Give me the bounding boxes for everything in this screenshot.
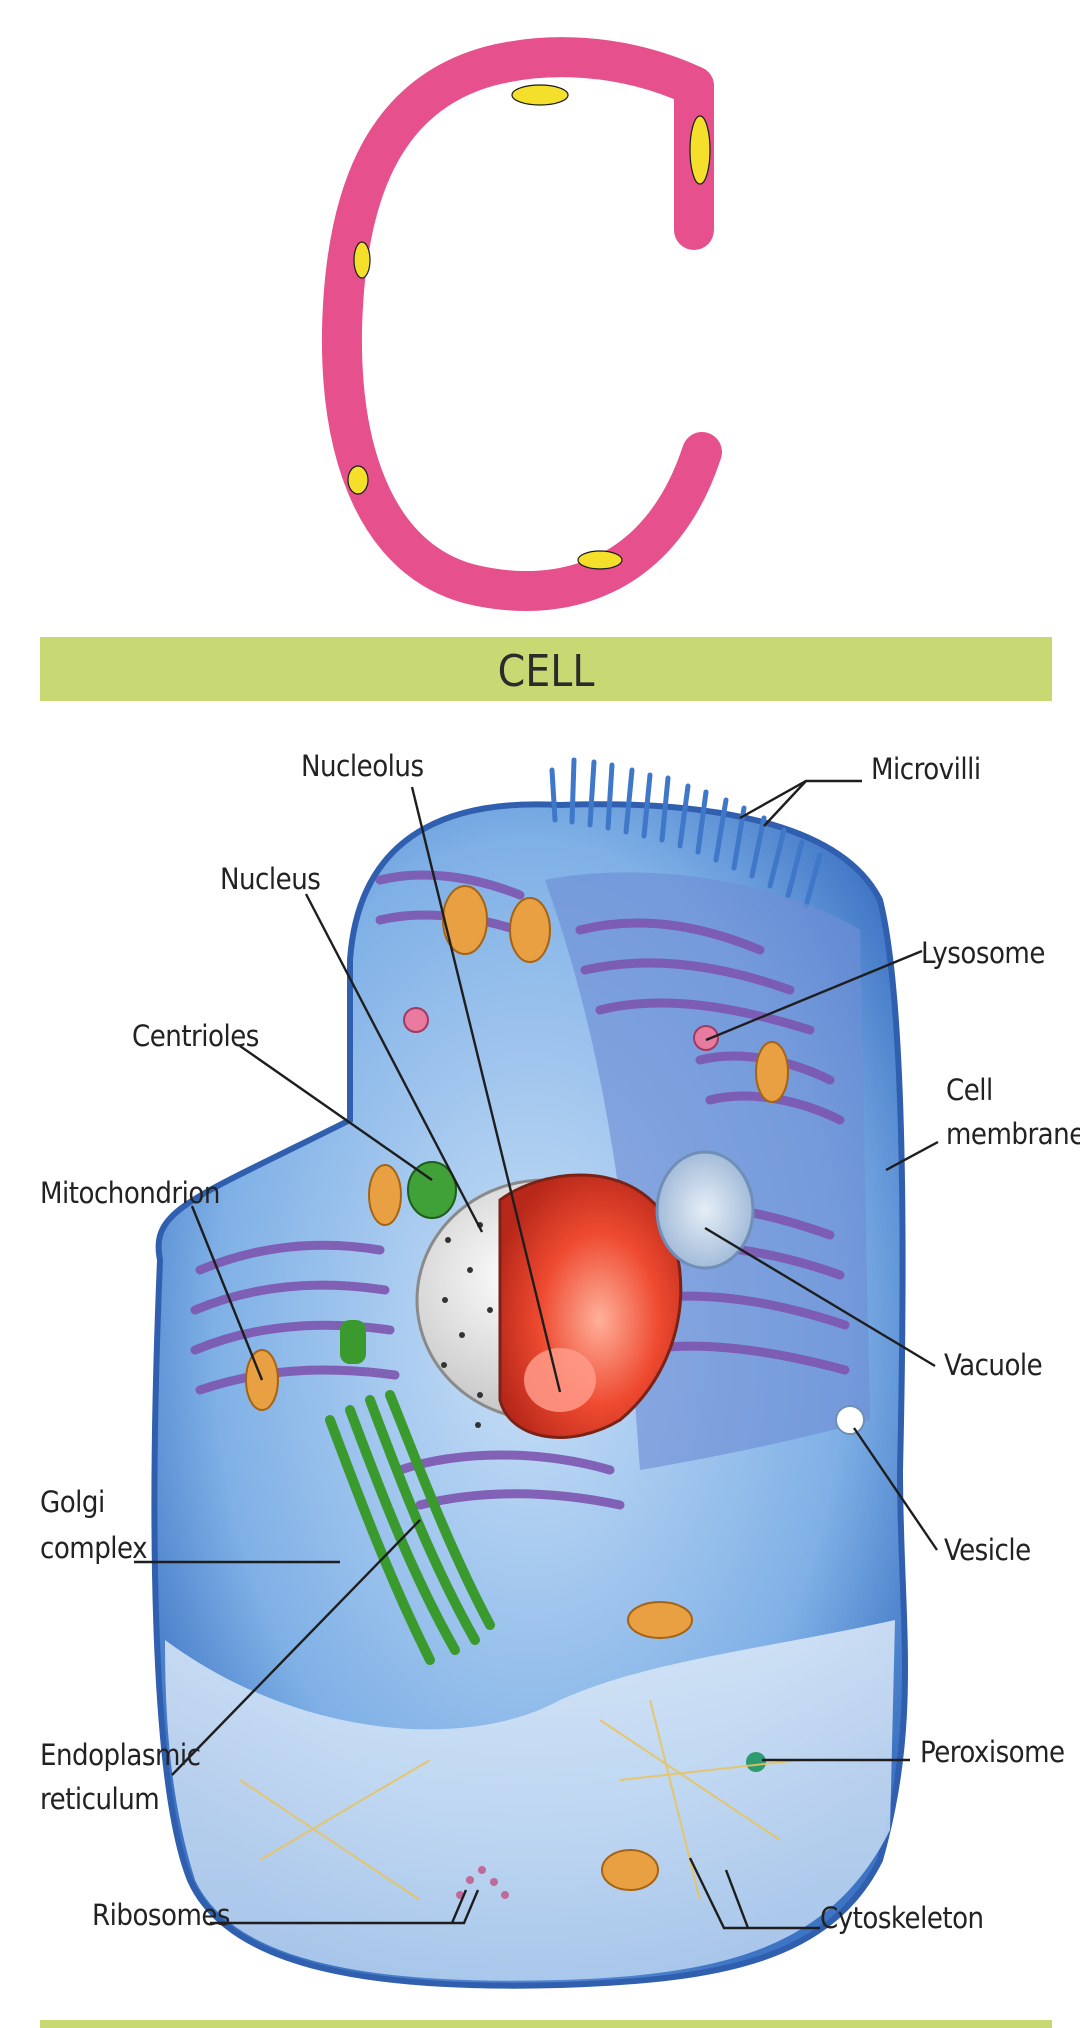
label-golgi-line1: Golgi bbox=[40, 1485, 105, 1519]
lysosome-graphic bbox=[693, 1025, 719, 1051]
label-cytoskeleton: Cytoskeleton bbox=[820, 1901, 984, 1935]
peroxisome-graphic bbox=[746, 1752, 766, 1772]
mitochondria-graphic bbox=[245, 885, 789, 1891]
label-lysosome: Lysosome bbox=[921, 936, 1045, 970]
cytoskeleton-graphic bbox=[239, 1699, 801, 1901]
bottom-banner bbox=[40, 2020, 1052, 2028]
label-vacuole: Vacuole bbox=[944, 1348, 1042, 1382]
diagram-labels: Nucleolus Microvilli Nucleus Lysosome Ce… bbox=[40, 749, 1080, 1935]
label-golgi-line2: complex bbox=[40, 1531, 147, 1565]
label-centrioles: Centrioles bbox=[132, 1019, 259, 1053]
label-cell-membrane-line2: membrane bbox=[946, 1117, 1080, 1151]
centrioles-graphic bbox=[407, 1161, 457, 1219]
label-nucleus: Nucleus bbox=[220, 862, 320, 896]
vacuole-graphic bbox=[655, 1150, 755, 1270]
label-er-line2: reticulum bbox=[40, 1782, 159, 1816]
vesicle-graphic bbox=[835, 1405, 865, 1435]
ribosomes-graphic bbox=[456, 1866, 509, 1899]
label-microvilli: Microvilli bbox=[871, 752, 981, 786]
title-banner: CELL bbox=[40, 637, 1052, 701]
label-ribosomes: Ribosomes bbox=[92, 1898, 230, 1932]
banner-title: CELL bbox=[498, 646, 595, 697]
label-mitochondrion: Mitochondrion bbox=[40, 1176, 220, 1210]
label-nucleolus: Nucleolus bbox=[301, 749, 424, 783]
label-vesicle: Vesicle bbox=[944, 1533, 1031, 1567]
nucleus-graphic bbox=[415, 1173, 683, 1439]
golgi-graphic bbox=[325, 1390, 495, 1665]
label-peroxisome: Peroxisome bbox=[920, 1735, 1065, 1769]
label-cell-membrane-line1: Cell bbox=[946, 1073, 993, 1107]
cell-illustration bbox=[151, 757, 908, 1989]
letter-c-graphic bbox=[321, 37, 722, 612]
label-er-line1: Endoplasmic bbox=[40, 1738, 200, 1772]
leader-lines bbox=[134, 779, 939, 1930]
